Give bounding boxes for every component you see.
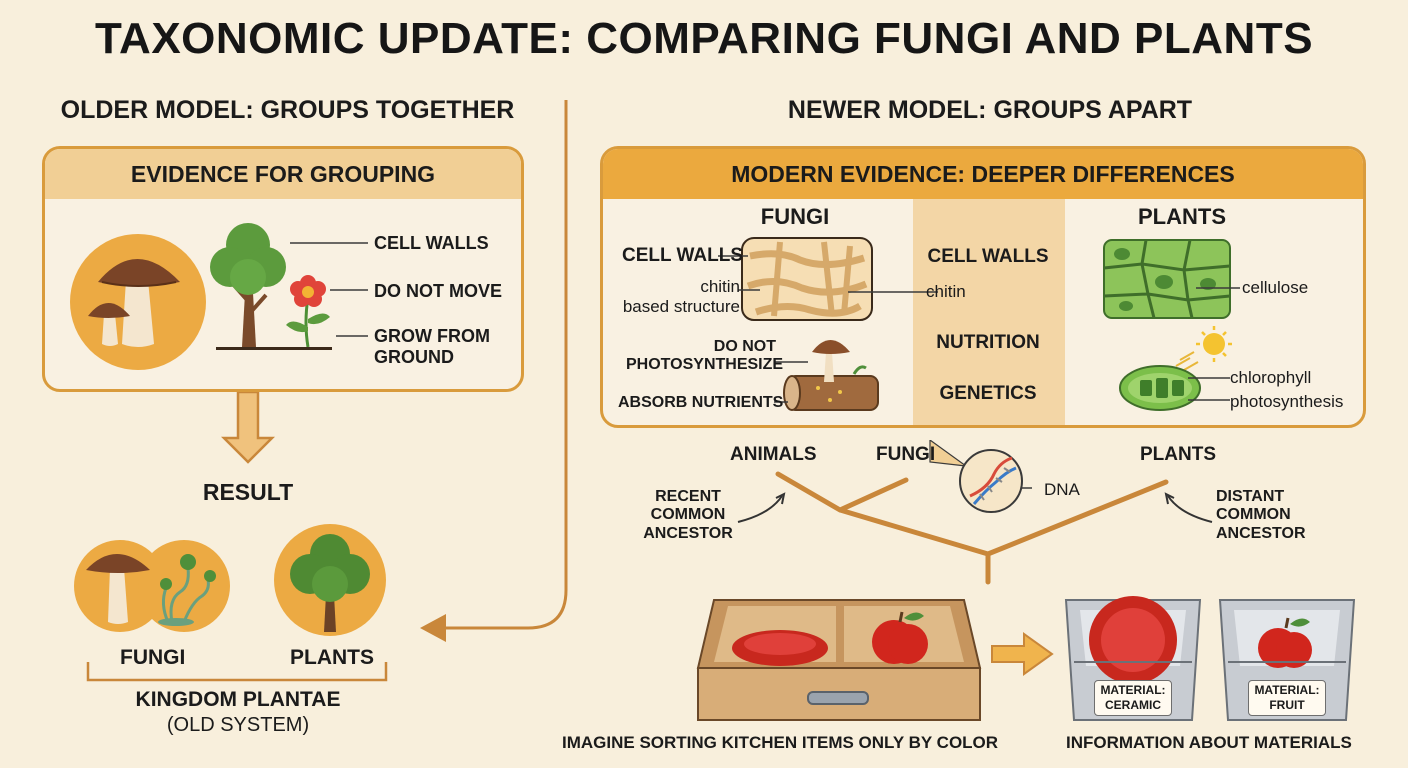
modern-evidence-title: MODERN EVIDENCE: DEEPER DIFFERENCES — [603, 149, 1363, 199]
old-system-label: (OLD SYSTEM) — [166, 714, 310, 736]
label-do-not-move: DO NOT MOVE — [374, 281, 503, 301]
fungi-result-label: FUNGI — [120, 646, 186, 669]
result-label: RESULT — [202, 479, 294, 505]
plants-result-icon — [274, 524, 386, 636]
plants-column-heading: PLANTS — [1138, 204, 1226, 229]
chloroplast-label-lines — [1188, 377, 1230, 401]
plants-result-label: PLANTS — [290, 646, 374, 669]
chitin-cell-wall-icon — [741, 237, 873, 321]
fruit-tag: MATERIAL: FRUIT — [1248, 680, 1326, 716]
modern-evidence-box: MODERN EVIDENCE: DEEPER DIFFERENCES — [600, 146, 1366, 428]
mid-chitin-label: chitin — [926, 282, 966, 301]
chitin-structure-label: chitin based structure — [622, 277, 740, 317]
comparison-middle-column — [913, 199, 1065, 425]
chloroplast-sun-icon — [1119, 326, 1232, 411]
absorb-nutrients-label: ABSORB NUTRIENTS — [618, 394, 784, 411]
tree-plants-label: PLANTS — [1140, 444, 1216, 465]
drawer-caption: IMAGINE SORTING KITCHEN ITEMS ONLY BY CO… — [562, 733, 999, 752]
plant-cell-wall-icon — [1103, 239, 1231, 319]
chlorophyll-label: chlorophyll — [1230, 368, 1312, 387]
nutrition-label: NUTRITION — [936, 332, 1040, 353]
fungi-column-heading: FUNGI — [760, 204, 830, 229]
kitchen-drawer-icon — [696, 599, 982, 721]
tree-fungi-label: FUNGI — [876, 444, 936, 465]
do-not-photosynthesize-label: DO NOT PHOTOSYNTHESIZE — [626, 338, 784, 374]
label-grow-from-ground: GROW FROM GROUND — [374, 326, 490, 367]
tree-animals-label: ANIMALS — [730, 444, 817, 465]
tree-and-flower-icon — [210, 223, 332, 350]
photosynthesis-label: photosynthesis — [1230, 392, 1344, 411]
evidence-box-title: EVIDENCE FOR GROUPING — [45, 149, 521, 199]
label-cell-walls: CELL WALLS — [374, 233, 489, 253]
log-label-lines — [774, 361, 808, 403]
recent-ancestor-label: RECENT COMMON ANCESTOR — [643, 488, 733, 542]
newer-model-heading: NEWER MODEL: GROUPS APART — [787, 96, 1193, 124]
fungi-result-icon — [74, 540, 230, 632]
phylogenetic-tree — [737, 440, 1213, 585]
kingdom-plantae-label: KINGDOM PLANTAE — [135, 688, 341, 711]
cellulose-label: cellulose — [1242, 278, 1309, 297]
ceramic-tag: MATERIAL: CERAMIC — [1094, 680, 1172, 716]
page-title: TAXONOMIC UPDATE: COMPARING FUNGI AND PL… — [94, 14, 1314, 63]
genetics-label: GENETICS — [939, 383, 1037, 404]
cellulose-line — [1196, 287, 1240, 289]
bins-caption: INFORMATION ABOUT MATERIALS — [1066, 733, 1352, 752]
dna-label: DNA — [1044, 480, 1080, 499]
fungi-cell-walls-label: CELL WALLS — [622, 245, 744, 266]
mushroom-icon — [70, 234, 206, 370]
fungi-label-lines — [718, 255, 938, 293]
distant-ancestor-label: DISTANT COMMON ANCESTOR — [1216, 488, 1306, 542]
dna-icon — [959, 449, 1032, 513]
evidence-label-lines — [290, 242, 368, 337]
mid-cell-walls-label: CELL WALLS — [927, 246, 1049, 267]
older-model-heading: OLDER MODEL: GROUPS TOGETHER — [60, 96, 515, 124]
